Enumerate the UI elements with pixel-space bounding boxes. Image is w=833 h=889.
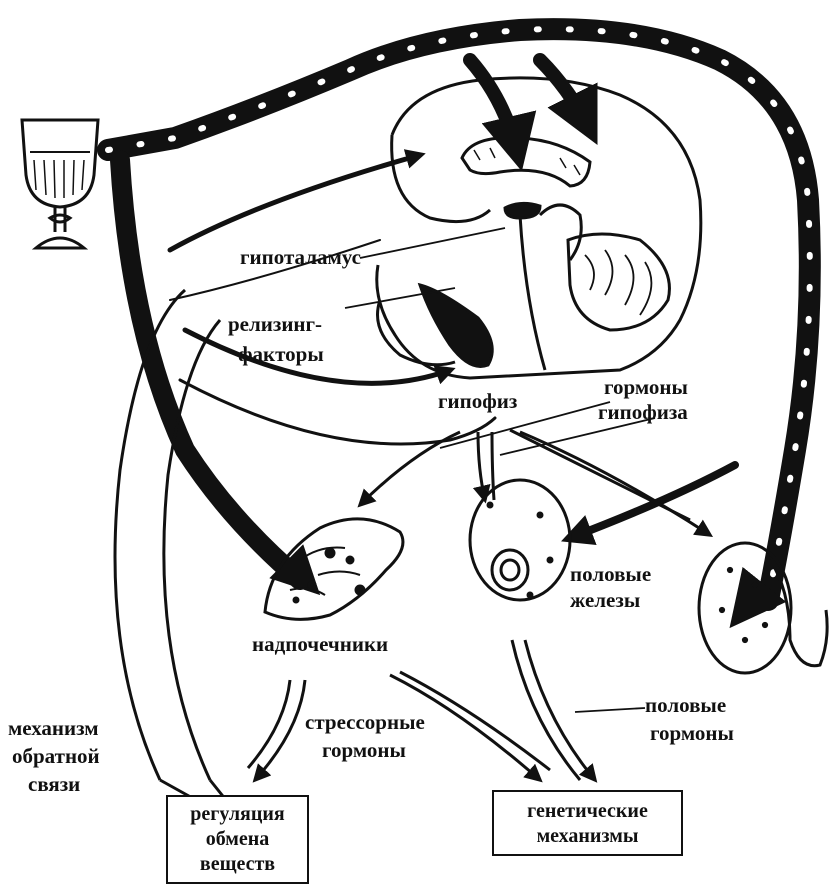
brain-outline: [377, 78, 701, 378]
genetic-box-line-1: генетические: [494, 799, 681, 824]
releasing-factors-label-2: факторы: [238, 342, 324, 366]
leader-lines: [345, 228, 655, 712]
sex-hormones-label-1: половые: [645, 693, 726, 717]
feedback-label-1: механизм: [8, 716, 99, 740]
stress-hormones-label-2: гормоны: [322, 738, 406, 762]
metabolism-box-line-2: обмена: [168, 827, 307, 852]
releasing-factors-label-1: релизинг-: [228, 312, 322, 336]
gonad-ovary: [470, 480, 570, 600]
genetic-box-line-2: механизмы: [494, 824, 681, 849]
pituitary-hormones-label-2: гипофиза: [598, 400, 688, 424]
wine-glass-icon: [22, 120, 98, 248]
gonads-label-2: железы: [570, 588, 640, 612]
metabolism-box-line-3: веществ: [168, 852, 307, 877]
metabolism-box-line-1: регуляция: [168, 802, 307, 827]
feedback-label-3: связи: [28, 772, 80, 796]
metabolism-regulation-box: регуляция обмена веществ: [166, 795, 309, 884]
feedback-lines: [115, 290, 226, 800]
stress-hormones-label-1: стрессорные: [305, 710, 425, 734]
sex-hormones-label-2: гормоны: [650, 721, 734, 745]
hypothalamus-label: гипоталамус: [240, 245, 361, 269]
gonads-label-1: половые: [570, 562, 651, 586]
pituitary-hormones-label-1: гормоны: [604, 375, 688, 399]
adrenals-label: надпочечники: [252, 632, 388, 656]
genetic-mechanisms-box: генетические механизмы: [492, 790, 683, 856]
feedback-label-2: обратной: [12, 744, 100, 768]
pituitary-label: гипофиз: [438, 389, 517, 413]
